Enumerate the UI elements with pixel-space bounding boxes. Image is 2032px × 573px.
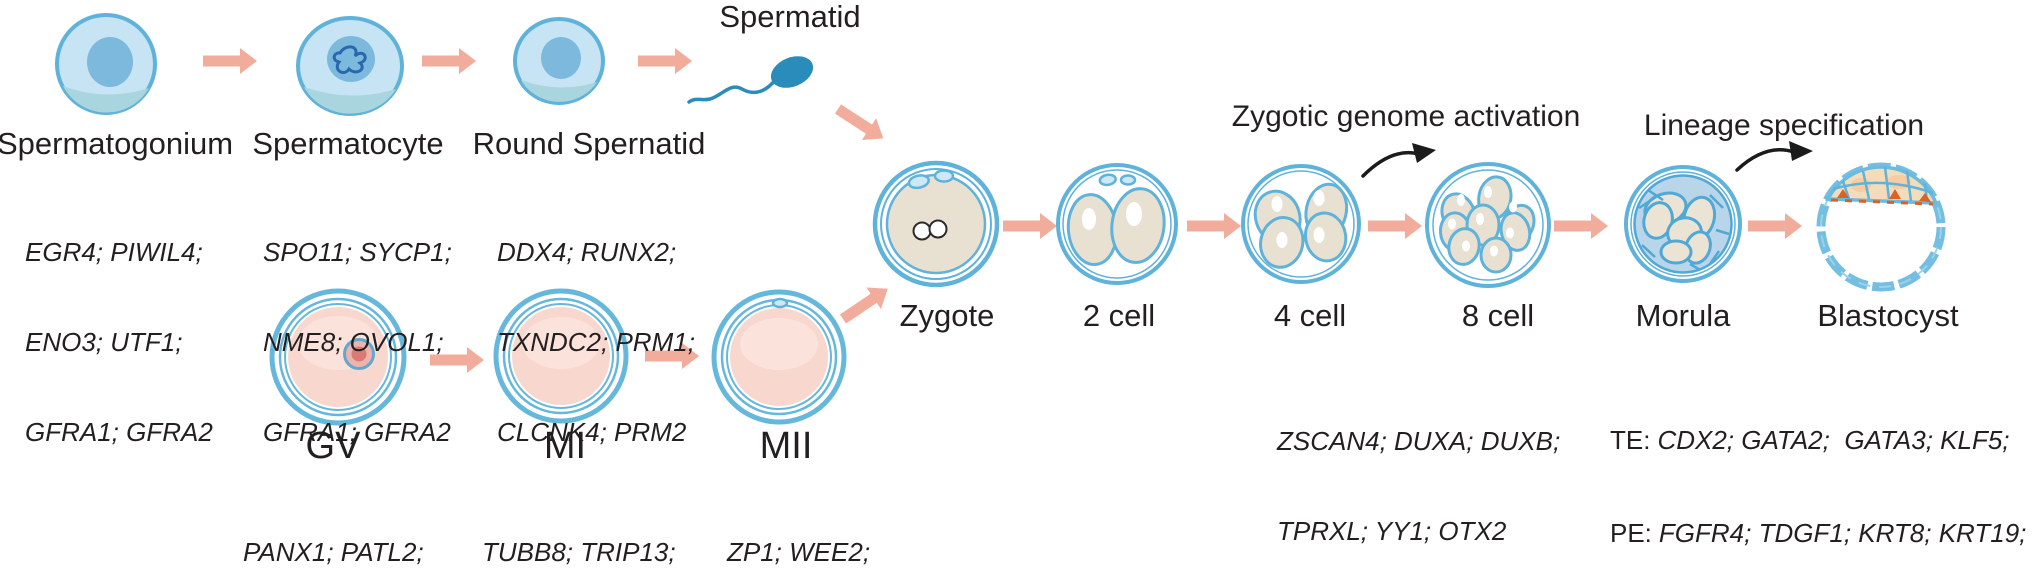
zga-annotation: Zygotic genome activation [1231,100,1581,133]
mi-oocyte [493,288,629,424]
round-spermatid-genes: DDX4; RUNX2; TXNDC2; PRM1; CLCNK4; PRM2 [497,237,695,447]
te-gene-line: TE:CDX2; GATA2; GATA3; KLF5; [1610,425,2010,455]
zygote-embryo [872,160,1000,288]
spermatocyte-genes: SPO11; SYCP1; NME8; OVOL1; GFRA1; GFRA2 [263,237,452,447]
mii-label: MII [759,425,813,467]
lineage-genes: TE:CDX2; GATA2; GATA3; KLF5; PE:FGFR4; T… [1610,363,2026,573]
spermatid-label: Spermatid [719,0,861,34]
gv-genes: PANX1; PATL2; ZAR1; BMP15; DDX4; ZP2; ZP… [243,537,424,567]
morula-embryo [1624,165,1742,283]
lineage-curved-arrow [1735,141,1813,172]
morula-label: Morula [1635,298,1731,333]
gv-label: GV [305,425,361,467]
mii-genes: ZP1; WEE2; TLE6; CDC20; GDF9; H1FOO [727,537,871,567]
four-cell-label: 4 cell [1273,298,1347,333]
blastocyst-embryo [1816,162,1946,292]
eight-cell-embryo [1425,162,1551,288]
round-spermatid-label: Round Spernatid [472,126,706,161]
gv-oocyte [269,288,407,426]
spermatogonium-label: Spermatogonium [0,126,234,161]
mi-label: MI [543,425,587,467]
germinal-vesicle [343,338,375,370]
blastocyst-label: Blastocyst [1817,298,1959,333]
eight-cell-label: 8 cell [1461,298,1535,333]
spermatogonium-genes: EGR4; PIWIL4; ENO3; UTF1; GFRA1; GFRA2 [25,237,213,447]
four-cell-embryo [1241,164,1361,284]
sperm-icon [687,56,814,104]
zygote-label: Zygote [899,298,995,333]
zga-curved-arrow [1361,143,1436,178]
mii-oocyte [711,289,847,425]
zga-genes: ZSCAN4; DUXA; DUXB; TPRXL; YY1; OTX2 [1277,426,1561,546]
spermatogonium-cell [55,13,157,115]
lineage-annotation: Lineage specification [1643,109,1925,142]
spermatocyte-label: Spermatocyte [252,126,444,161]
pe-gene-line: PE:FGFR4; TDGF1; KRT8; KRT19; [1610,518,2027,548]
spermatocyte-cell [296,16,404,116]
mi-genes: TUBB8; TRIP13; ZP2; ZP3; ZP4 [482,537,676,567]
two-cell-label: 2 cell [1082,298,1156,333]
inner-cell-mass [1825,165,1939,206]
pronuclei [912,219,948,241]
two-cell-embryo [1056,163,1178,285]
round-spermatid-cell [513,17,605,105]
